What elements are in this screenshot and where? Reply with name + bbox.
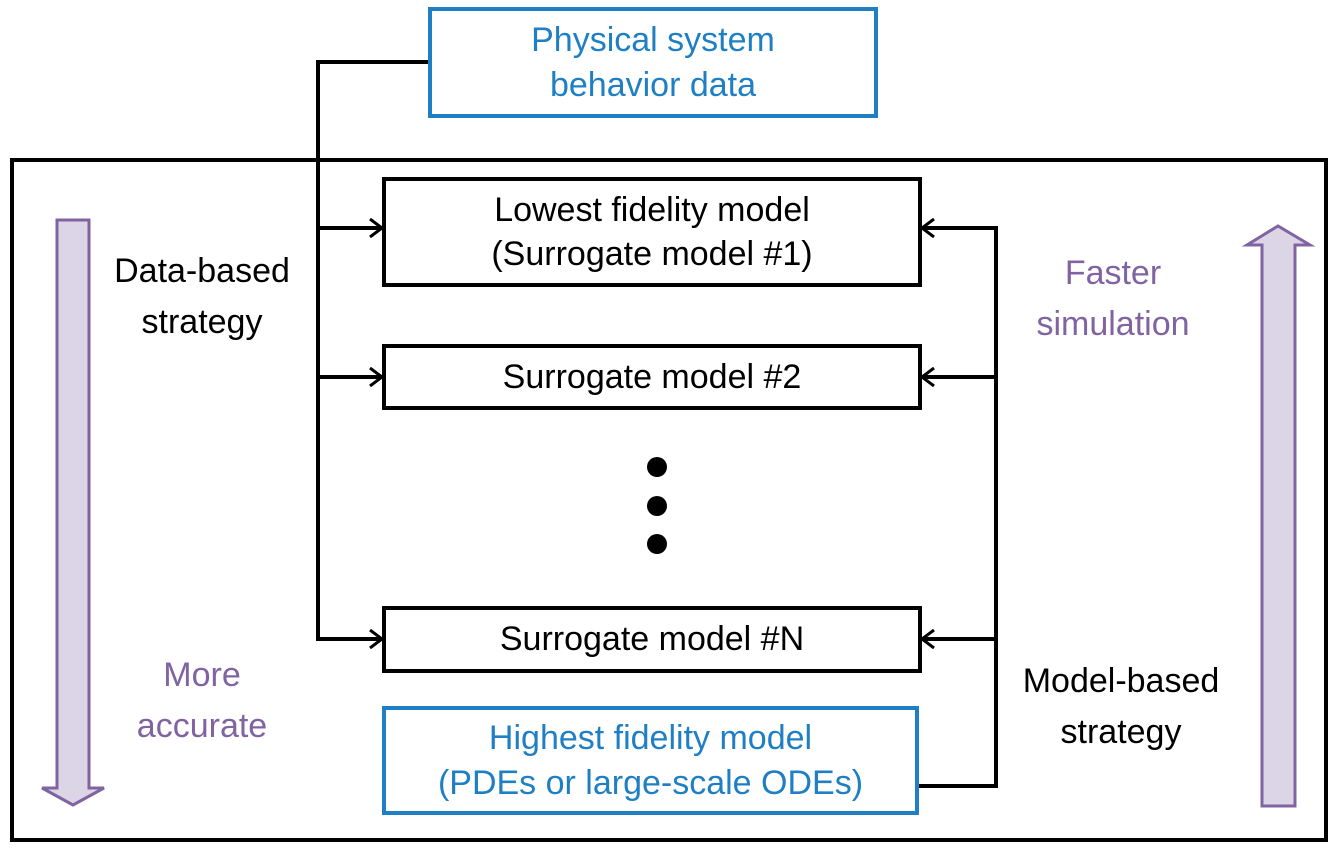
lowest-fidelity-box: Lowest fidelity model (Surrogate model #… (382, 177, 922, 287)
faster-line1: Faster (1064, 254, 1162, 292)
surrogateN-box: Surrogate model #N (382, 606, 922, 673)
vertical-dots-icon (647, 457, 667, 554)
physical-data-line1: Physical system (531, 21, 775, 60)
physical-data-box: Physical system behavior data (428, 7, 878, 118)
outer-frame (10, 158, 1328, 842)
model-based-strategy-label: Model-based strategy (1004, 656, 1238, 758)
data-based-strategy-label: Data-based strategy (96, 246, 308, 348)
physical-data-line2: behavior data (549, 65, 757, 104)
lowest-fidelity-line2: (Surrogate model #1) (491, 235, 813, 273)
faster-simulation-arrow (1241, 224, 1316, 808)
data-based-line1: Data-based (114, 252, 290, 290)
model-based-line1: Model-based (1022, 662, 1220, 700)
faster-simulation-label: Faster simulation (1012, 248, 1214, 350)
more-accurate-line1: More (163, 656, 241, 694)
highest-fidelity-box: Highest fidelity model (PDEs or large-sc… (382, 706, 919, 815)
surrogate2-label: Surrogate model #2 (502, 357, 802, 396)
model-based-line2: strategy (1060, 713, 1182, 751)
more-accurate-line2: accurate (136, 707, 268, 745)
surrogate2-box: Surrogate model #2 (382, 344, 922, 410)
highest-fidelity-line2: (PDEs or large-scale ODEs) (437, 763, 864, 802)
more-accurate-label: More accurate (112, 650, 292, 752)
lowest-fidelity-line1: Lowest fidelity model (494, 190, 810, 229)
data-based-line2: strategy (141, 303, 263, 341)
surrogateN-label: Surrogate model #N (499, 620, 805, 659)
highest-fidelity-line1: Highest fidelity model (488, 719, 813, 758)
faster-line2: simulation (1036, 305, 1190, 343)
more-accurate-arrow (41, 218, 105, 807)
